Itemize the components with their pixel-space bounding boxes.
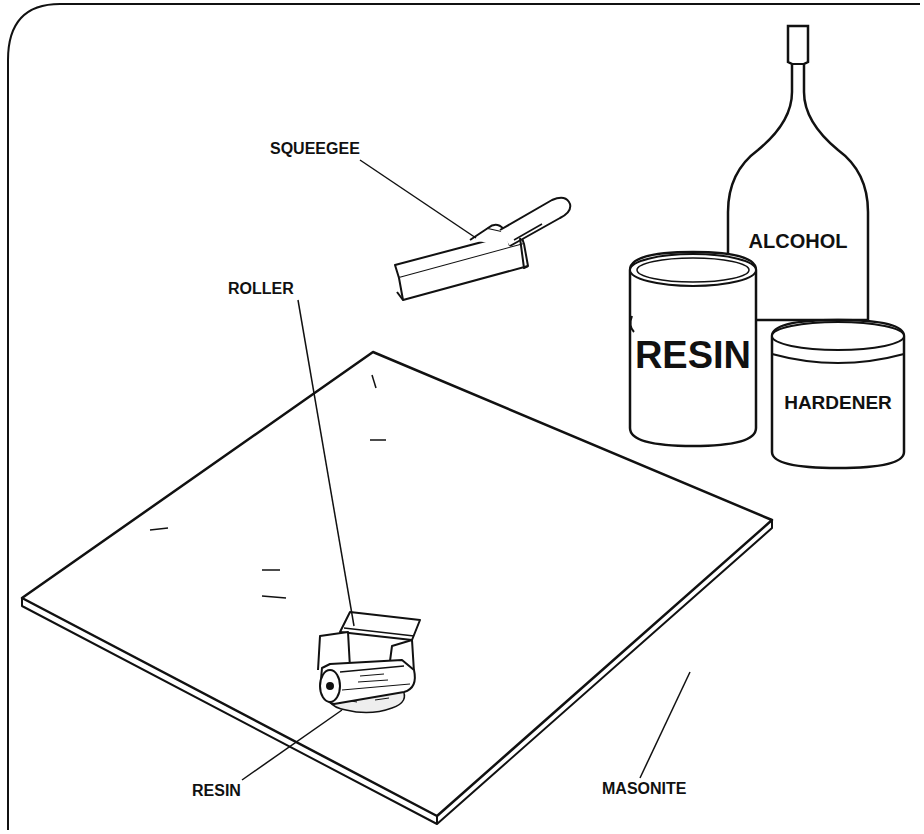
resin-can: RESIN [626, 246, 760, 452]
container-label: RESIN [626, 334, 760, 377]
hardener-jar: HARDENER [768, 314, 908, 472]
part-label: SQUEEGEE [268, 140, 362, 158]
container-label: ALCOHOL [726, 230, 870, 253]
part-label: MASONITE [600, 780, 688, 798]
part-label: RESIN [190, 782, 243, 800]
part-label: ROLLER [226, 280, 296, 298]
container-label: HARDENER [768, 392, 908, 414]
